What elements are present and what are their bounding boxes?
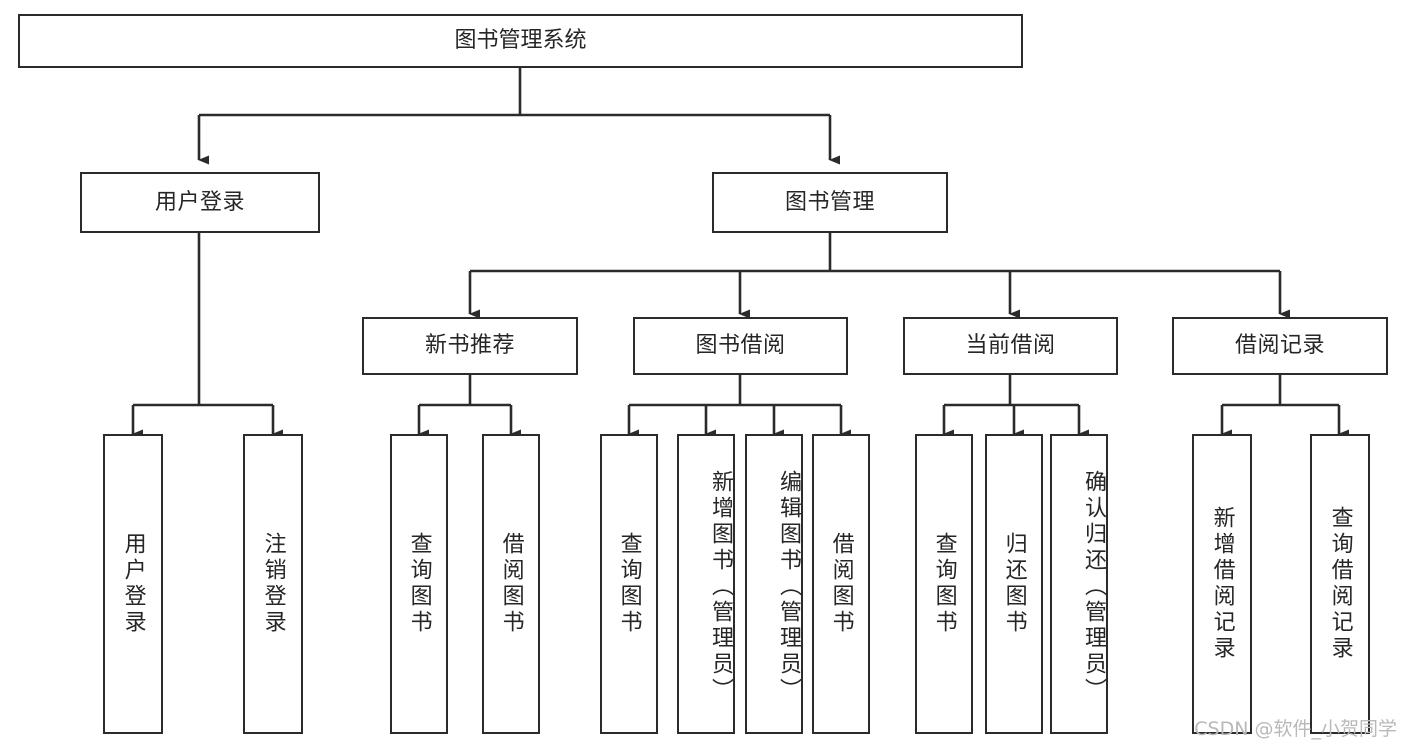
node-label: 查询图书 (616, 532, 642, 636)
node-label: 借阅图书 (828, 532, 854, 636)
node-leaf-user-login[interactable]: 用户登录 (103, 434, 163, 734)
node-borrow-record[interactable]: 借阅记录 (1172, 317, 1388, 375)
node-label: 当前借阅 (965, 333, 1056, 359)
node-label: 确认归还（管理员） (1081, 470, 1106, 704)
node-label: 查询图书 (931, 532, 957, 636)
node-leaf-borrow-book-recommend[interactable]: 借阅图书 (482, 434, 540, 734)
node-leaf-edit-book-admin[interactable]: 编辑图书（管理员） (745, 434, 803, 734)
node-label: 图书管理 (784, 189, 875, 215)
node-label: 查询借阅记录 (1327, 506, 1353, 662)
node-leaf-query-book-borrow[interactable]: 查询图书 (600, 434, 658, 734)
node-label: 新书推荐 (424, 333, 515, 359)
node-current-borrow[interactable]: 当前借阅 (903, 317, 1118, 375)
node-leaf-query-book-recommend[interactable]: 查询图书 (390, 434, 448, 734)
node-user-login[interactable]: 用户登录 (80, 172, 320, 233)
node-book-management[interactable]: 图书管理 (712, 172, 948, 233)
node-leaf-add-borrow-record[interactable]: 新增借阅记录 (1192, 434, 1252, 734)
node-label: 图书借阅 (695, 333, 786, 359)
node-root-system[interactable]: 图书管理系统 (18, 14, 1023, 68)
node-label: 新增借阅记录 (1209, 506, 1235, 662)
node-label: 归还图书 (1001, 532, 1027, 636)
node-label: 图书管理系统 (454, 28, 587, 54)
node-leaf-logout[interactable]: 注销登录 (243, 434, 303, 734)
node-leaf-query-borrow-record[interactable]: 查询借阅记录 (1310, 434, 1370, 734)
node-leaf-borrow-book[interactable]: 借阅图书 (812, 434, 870, 734)
watermark-text: CSDN @软件_小贺同学 (1194, 718, 1397, 740)
node-label: 注销登录 (260, 532, 286, 636)
node-label: 查询图书 (406, 532, 432, 636)
node-book-borrow[interactable]: 图书借阅 (633, 317, 848, 375)
node-new-book-recommend[interactable]: 新书推荐 (362, 317, 578, 375)
node-label: 新增图书（管理员） (708, 470, 733, 704)
node-label: 用户登录 (154, 189, 245, 215)
node-label: 借阅图书 (498, 532, 524, 636)
node-leaf-add-book-admin[interactable]: 新增图书（管理员） (677, 434, 735, 734)
node-label: 编辑图书（管理员） (776, 470, 801, 704)
node-label: 用户登录 (120, 532, 146, 636)
node-leaf-confirm-return-admin[interactable]: 确认归还（管理员） (1050, 434, 1108, 734)
node-leaf-return-book[interactable]: 归还图书 (985, 434, 1043, 734)
node-leaf-query-book-current[interactable]: 查询图书 (915, 434, 973, 734)
node-label: 借阅记录 (1234, 333, 1325, 359)
